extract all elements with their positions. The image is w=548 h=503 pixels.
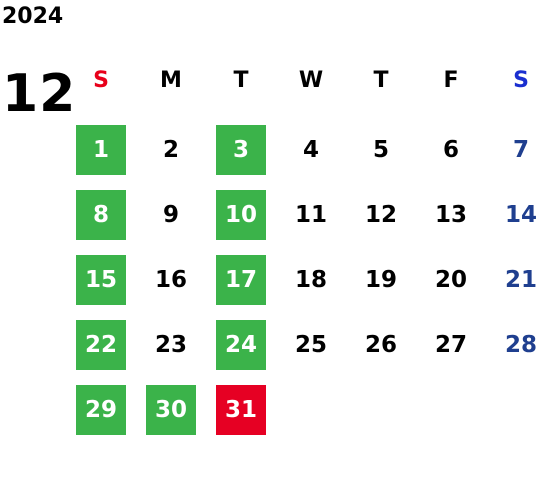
calendar-day-30[interactable]: 30: [146, 385, 196, 435]
calendar-day-8[interactable]: 8: [76, 190, 126, 240]
weekday-header-sunday: S: [93, 68, 109, 93]
calendar-day-12[interactable]: 12: [364, 202, 397, 228]
calendar-day-23[interactable]: 23: [154, 332, 187, 358]
calendar-day-26[interactable]: 26: [364, 332, 397, 358]
weekday-header-wednesday: W: [298, 68, 324, 93]
calendar-day-5[interactable]: 5: [372, 137, 389, 163]
calendar-day-7[interactable]: 7: [512, 137, 529, 163]
calendar-day-14[interactable]: 14: [504, 202, 537, 228]
calendar-day-21[interactable]: 21: [504, 267, 537, 293]
calendar-day-29[interactable]: 29: [76, 385, 126, 435]
calendar-day-9[interactable]: 9: [162, 202, 179, 228]
weekday-header-friday: F: [443, 68, 459, 93]
calendar-day-11[interactable]: 11: [294, 202, 327, 228]
calendar-day-1[interactable]: 1: [76, 125, 126, 175]
calendar-day-15[interactable]: 15: [76, 255, 126, 305]
calendar-day-4[interactable]: 4: [302, 137, 319, 163]
calendar-year: 2024: [2, 4, 64, 29]
calendar-day-19[interactable]: 19: [364, 267, 397, 293]
weekday-header-saturday: S: [513, 68, 529, 93]
calendar-day-10[interactable]: 10: [216, 190, 266, 240]
calendar-month: 12: [2, 64, 77, 124]
calendar-day-24[interactable]: 24: [216, 320, 266, 370]
calendar-day-27[interactable]: 27: [434, 332, 467, 358]
calendar-day-2[interactable]: 2: [162, 137, 179, 163]
calendar-day-20[interactable]: 20: [434, 267, 467, 293]
calendar-day-16[interactable]: 16: [154, 267, 187, 293]
calendar-day-18[interactable]: 18: [294, 267, 327, 293]
calendar-day-3[interactable]: 3: [216, 125, 266, 175]
calendar-day-6[interactable]: 6: [442, 137, 459, 163]
weekday-header-monday: M: [160, 68, 182, 93]
weekday-header-thursday: T: [373, 68, 389, 93]
calendar-day-25[interactable]: 25: [294, 332, 327, 358]
calendar-day-22[interactable]: 22: [76, 320, 126, 370]
calendar-day-28[interactable]: 28: [504, 332, 537, 358]
calendar-day-17[interactable]: 17: [216, 255, 266, 305]
weekday-header-tuesday: T: [233, 68, 249, 93]
calendar-day-13[interactable]: 13: [434, 202, 467, 228]
calendar-day-31[interactable]: 31: [216, 385, 266, 435]
